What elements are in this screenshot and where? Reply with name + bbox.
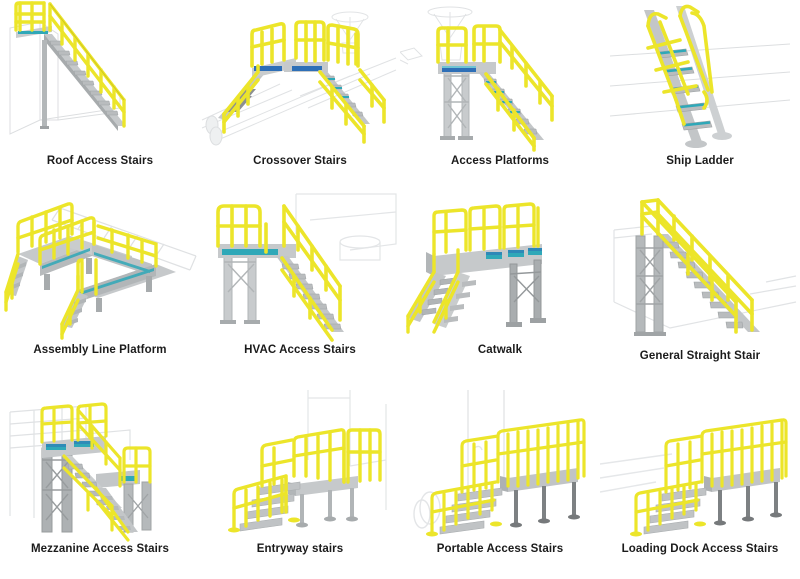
product-card-hvac-access-stairs[interactable]: HVAC Access Stairs	[200, 190, 400, 390]
product-card-crossover-stairs[interactable]: Crossover Stairs	[200, 0, 400, 190]
entryway-stairs-illustration	[200, 390, 400, 538]
product-label: Roof Access Stairs	[46, 155, 154, 167]
product-card-ship-ladder[interactable]: Ship Ladder	[600, 0, 800, 190]
product-card-portable-access-stairs[interactable]: Portable Access Stairs	[400, 390, 600, 579]
product-label: Ship Ladder	[666, 155, 734, 167]
product-card-loading-dock-access-stairs[interactable]: Loading Dock Access Stairs	[600, 390, 800, 579]
assembly-line-platform-illustration	[0, 190, 200, 340]
roof-access-stairs-illustration	[0, 0, 200, 152]
product-card-roof-access-stairs[interactable]: Roof Access Stairs	[0, 0, 200, 190]
hvac-access-stairs-illustration	[200, 190, 400, 342]
product-label: Catwalk	[477, 344, 523, 356]
product-card-catwalk[interactable]: Catwalk	[400, 190, 600, 390]
product-label: Access Platforms	[450, 155, 550, 167]
product-card-entryway-stairs[interactable]: Entryway stairs	[200, 390, 400, 579]
loading-dock-access-stairs-illustration	[600, 390, 800, 538]
product-label: HVAC Access Stairs	[244, 344, 356, 356]
product-card-access-platforms[interactable]: Access Platforms	[400, 0, 600, 190]
product-label: Crossover Stairs	[253, 155, 347, 167]
portable-access-stairs-illustration	[400, 390, 600, 538]
product-label: Mezzanine Access Stairs	[30, 543, 170, 555]
catwalk-illustration	[400, 190, 600, 340]
mezzanine-access-stairs-illustration	[0, 390, 200, 542]
product-card-assembly-line-platform[interactable]: Assembly Line Platform	[0, 190, 200, 390]
ship-ladder-illustration	[600, 0, 800, 152]
product-label: General Straight Stair	[639, 350, 761, 362]
access-platforms-illustration	[400, 0, 600, 152]
product-label: Assembly Line Platform	[33, 344, 167, 356]
product-label: Entryway stairs	[256, 543, 344, 555]
product-card-general-straight-stair[interactable]: General Straight Stair	[600, 190, 800, 390]
crossover-stairs-illustration	[200, 0, 400, 152]
product-label: Portable Access Stairs	[436, 543, 564, 555]
product-label: Loading Dock Access Stairs	[621, 543, 779, 555]
product-card-mezzanine-access-stairs[interactable]: Mezzanine Access Stairs	[0, 390, 200, 579]
general-straight-stair-illustration	[600, 190, 800, 340]
